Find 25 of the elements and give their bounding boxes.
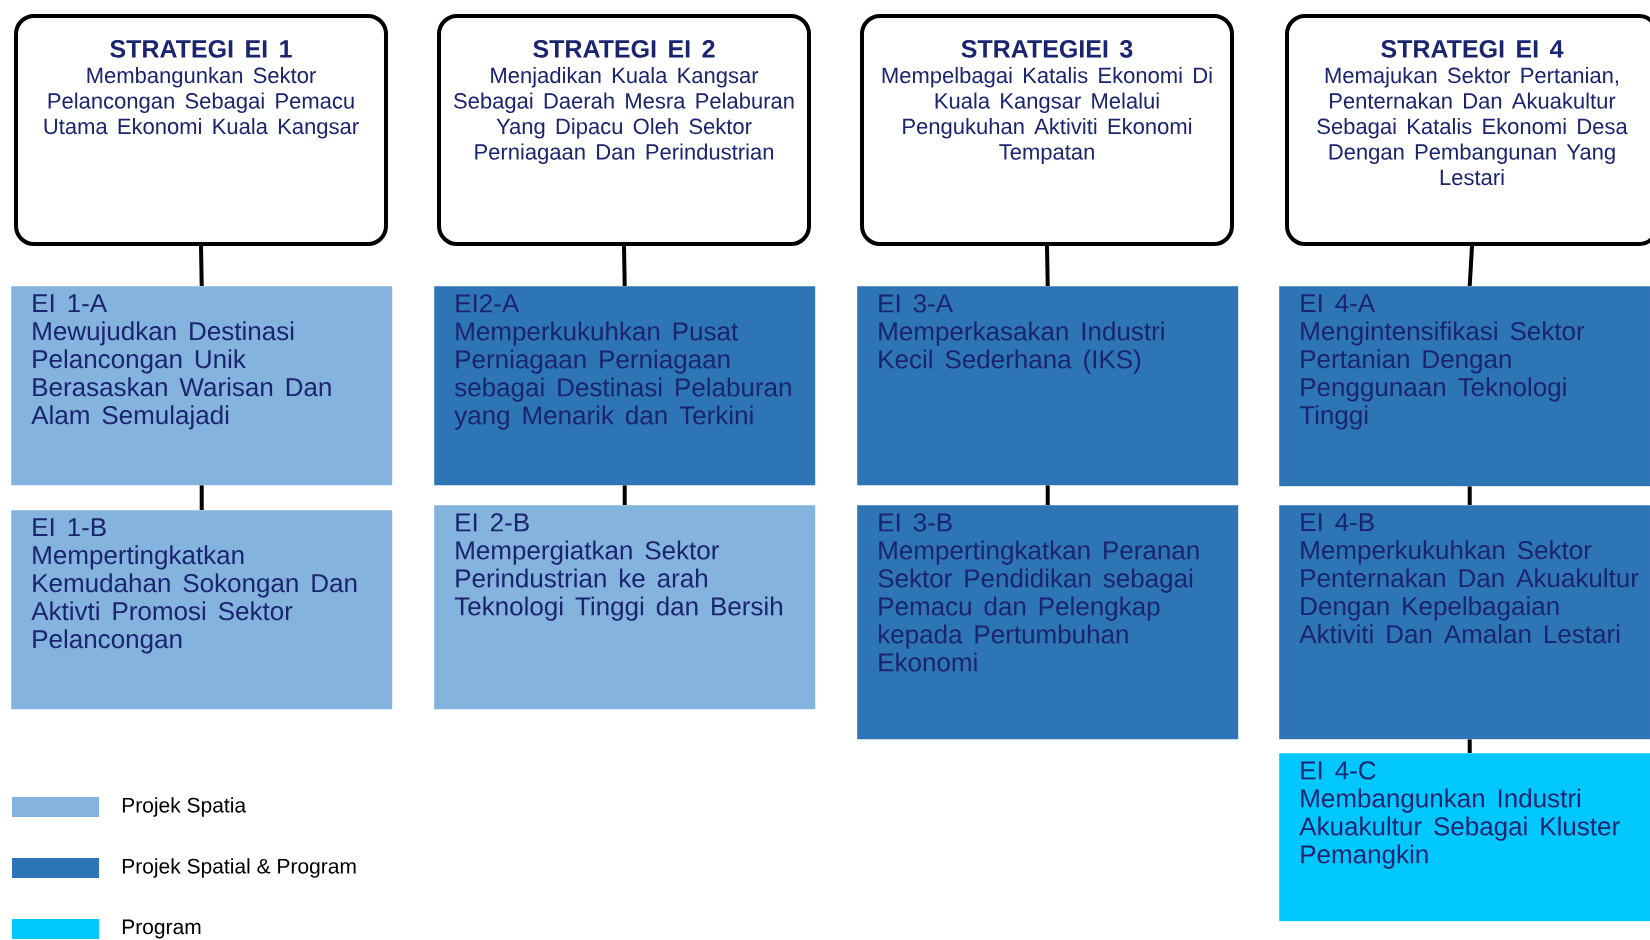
initiative-box: EI 1-B Mempertingkatkan Kemudahan Sokongan Dan Aktivti Promosi Sektor Pelancongan xyxy=(11,510,393,710)
connector-line xyxy=(1045,245,1050,287)
legend-label: Program xyxy=(122,919,201,939)
initiative-box: EI 1-A Mewujudkan Destinasi Pelancongan Unik Berasaskan Warisan Dan Alam Semulajadi xyxy=(11,286,393,486)
connector-line xyxy=(1467,486,1472,505)
connector-line xyxy=(199,245,204,287)
connector-line xyxy=(199,485,204,510)
initiative-box: EI 4-C Membangunkan Industri Akuakultur Sebagai Kluster Pemangkin xyxy=(1279,753,1650,922)
connector-line xyxy=(1045,485,1050,505)
connector-line xyxy=(622,485,627,505)
initiative-box: EI 2-B Mempergiatkan Sektor Perindustrian ke arah Teknologi Tinggi dan Bersih xyxy=(434,505,816,710)
strategy-box: STRATEGIEI 3 Mempelbagai Katalis Ekonomi Di Kuala Kangsar Melalui Pengukuhan Aktiviti Ekonomi Tempatan xyxy=(860,14,1234,246)
initiative-box: EI 4-B Memperkukuhkan Sektor Penternakan Dan Akuakultur Dengan Kepelbagaian Aktiviti Dan Amalan Lestari xyxy=(1279,505,1650,740)
strategy-box: STRATEGI EI 1 Membangunkan Sektor Pelancongan Sebagai Pemacu Utama Ekonomi Kuala Kangsar xyxy=(14,14,388,246)
initiative-box: EI 3-A Memperkasakan Industri Kecil Sederhana (IKS) xyxy=(857,286,1239,486)
initiative-box: EI 3-B Mempertingkatkan Peranan Sektor Pendidikan sebagai Pemacu dan Pelengkap kepada Pertumbuhan Ekonomi xyxy=(857,505,1239,740)
legend-label: Projek Spatia xyxy=(122,797,247,817)
connector-line xyxy=(1467,739,1472,753)
strategy-box: STRATEGI EI 2 Menjadikan Kuala Kangsar Sebagai Daerah Mesra Pelaburan Yang Dipacu Oleh Sektor Perniagaan Dan Perindustrian xyxy=(437,14,811,246)
strategy-box: STRATEGI EI 4 Memajukan Sektor Pertanian, Penternakan Dan Akuakultur Sebagai Katalis Ekonomi Desa Dengan Pembangunan Yang Lestari xyxy=(1285,14,1650,246)
connector-line xyxy=(622,245,627,287)
initiative-box: EI2-A Memperkukuhkan Pusat Perniagaan Perniagaan sebagai Destinasi Pelaburan yang Menarik dan Terkini xyxy=(434,286,816,486)
initiative-box: EI 4-A Mengintensifikasi Sektor Pertanian Dengan Penggunaan Teknologi Tinggi xyxy=(1279,286,1650,487)
connector-line xyxy=(1467,245,1474,287)
legend-label: Projek Spatial & Program xyxy=(122,858,356,878)
